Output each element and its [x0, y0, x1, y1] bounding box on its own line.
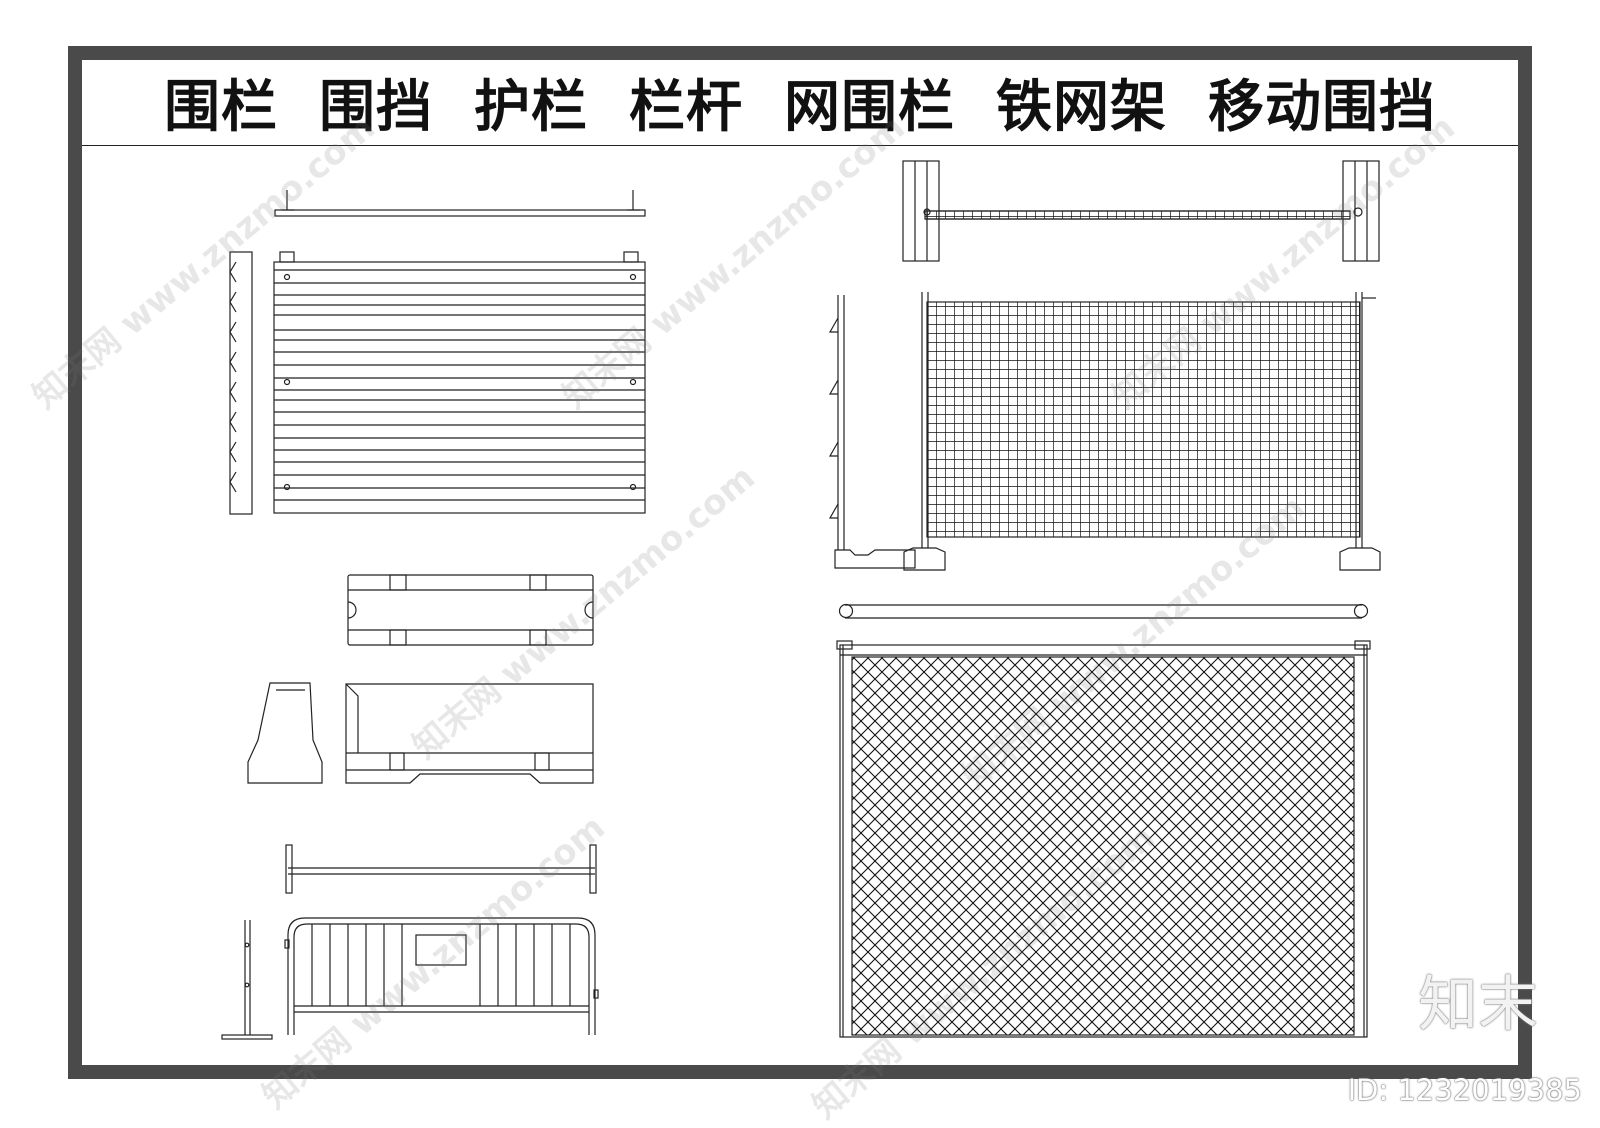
- mesh-fence-front-view: [903, 292, 1381, 571]
- expanded-mesh-top-view: [838, 603, 1369, 619]
- water-barrier-top-view: [347, 574, 594, 646]
- crowd-barrier-top-view: [285, 844, 597, 894]
- mesh-fence-top-view: [902, 160, 1380, 262]
- image-id: ID: 1232019385: [1347, 1073, 1582, 1107]
- corrugated-panel-front-view: [273, 251, 646, 514]
- mesh-fence-side-view: [828, 295, 916, 569]
- crowd-barrier-front-view: [284, 917, 599, 1035]
- corrugated-panel-top-view: [274, 190, 646, 217]
- crowd-barrier-side-view: [221, 920, 273, 1040]
- water-barrier-side-view: [247, 682, 323, 784]
- expanded-mesh-front-view: [836, 640, 1371, 1038]
- water-barrier-front-view: [345, 683, 594, 784]
- drawing-title: 围栏 围挡 护栏 栏杆 网围栏 铁网架 移动围挡: [164, 75, 1436, 140]
- corrugated-panel-side-view: [229, 251, 253, 515]
- title-band: 围栏 围挡 护栏 栏杆 网围栏 铁网架 移动围挡: [82, 60, 1518, 146]
- brand-logo: 知末: [1418, 970, 1538, 1040]
